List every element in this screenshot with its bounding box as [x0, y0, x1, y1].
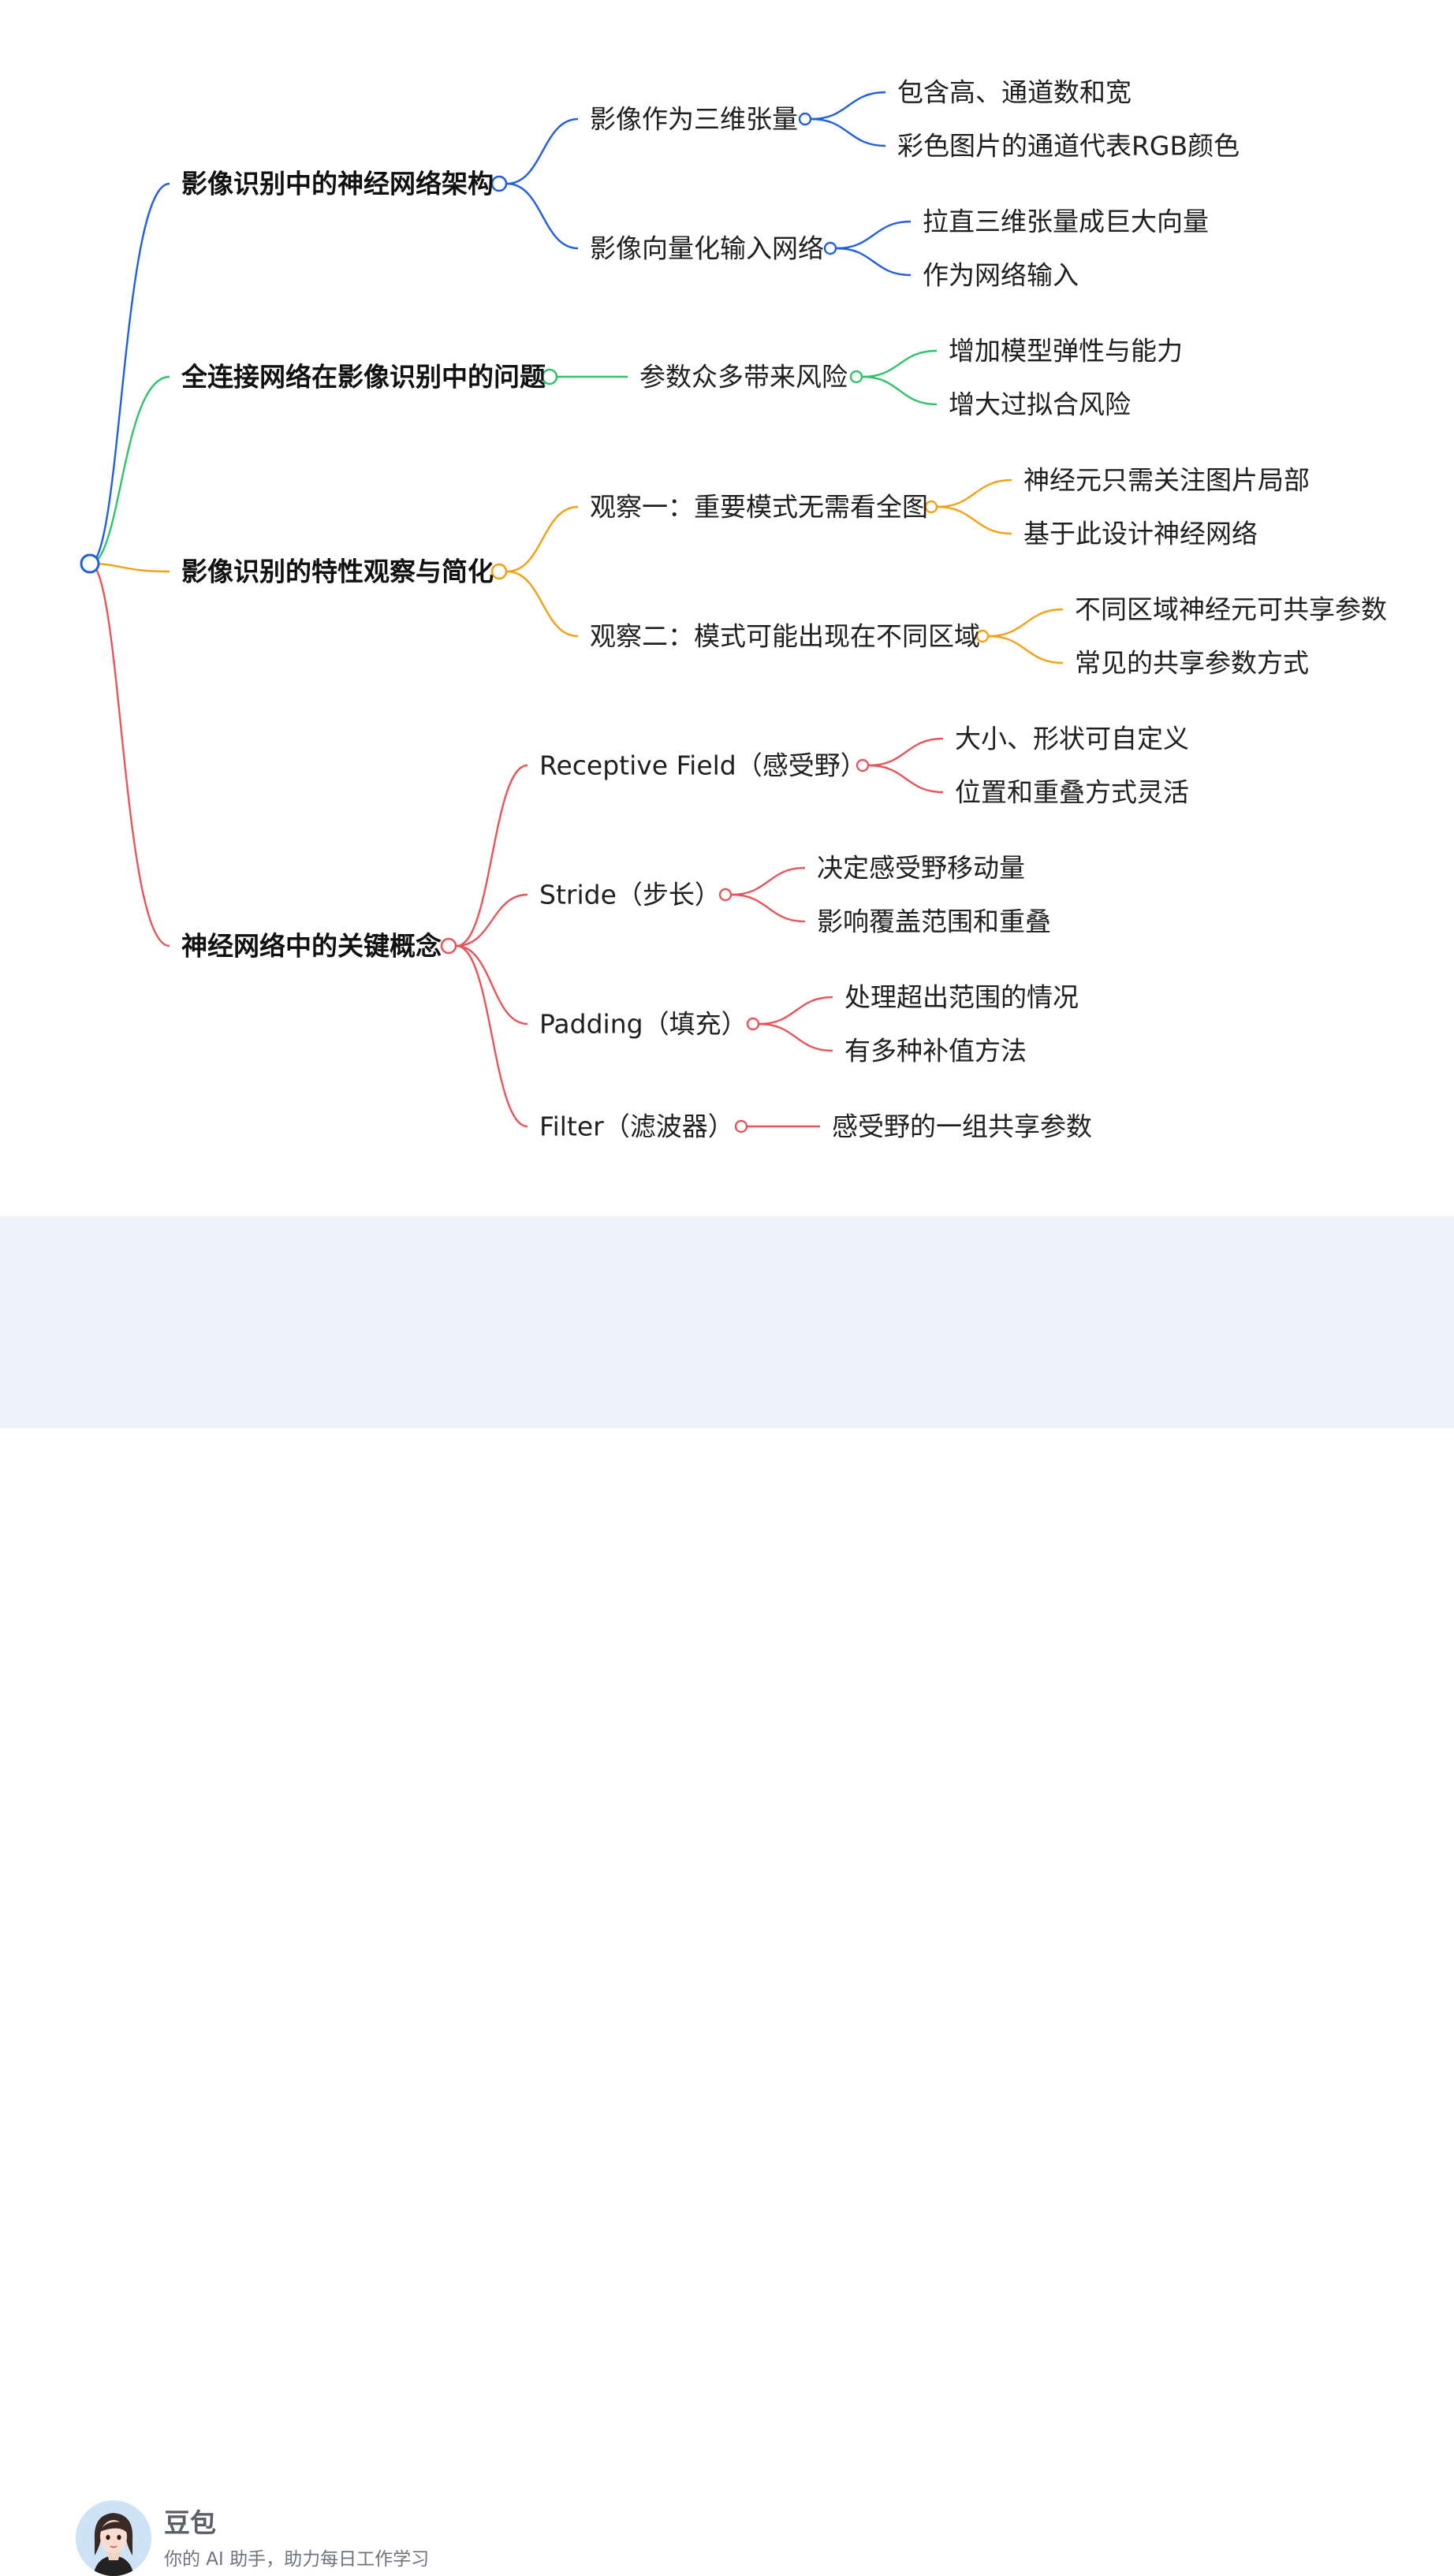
leaf-link-1-0-1	[862, 375, 938, 406]
branch-link-3-2	[456, 944, 528, 1026]
leaf-rgb-channels[interactable]: 彩色图片的通道代表RGB颜色	[897, 130, 1240, 162]
branch-link-3-0	[456, 764, 528, 947]
leaf-link-2-1-0	[988, 608, 1064, 638]
branch-key-concepts[interactable]: 神经网络中的关键概念	[181, 930, 442, 962]
leaf-move-amount[interactable]: 决定感受野移动量	[817, 852, 1025, 884]
leaf-common-sharing[interactable]: 常见的共享参数方式	[1075, 647, 1309, 679]
leaf-link-2-0-0	[937, 478, 1012, 508]
root-link-2	[89, 562, 170, 573]
leaf-flexible-overlap[interactable]: 位置和重叠方式灵活	[955, 776, 1189, 808]
leaf-link-0-1-1	[836, 247, 912, 277]
leaf-link-3-1-1	[731, 893, 806, 923]
node-toggle-3-0[interactable]	[856, 758, 870, 772]
leaf-link-3-0-0	[868, 737, 944, 767]
node-receptive-field[interactable]: Receptive Field（感受野）	[539, 750, 867, 781]
leaf-more-capacity[interactable]: 增加模型弹性与能力	[949, 335, 1183, 367]
leaf-overfit-risk[interactable]: 增大过拟合风险	[949, 389, 1131, 420]
branch-observations[interactable]: 影像识别的特性观察与简化	[181, 556, 494, 587]
root-link-3	[89, 562, 170, 947]
node-toggle-2-0[interactable]	[924, 500, 938, 514]
node-toggle-2-1[interactable]	[975, 629, 990, 643]
branch-link-3-3	[456, 944, 528, 1128]
branch-fc-problems[interactable]: 全连接网络在影像识别中的问题	[181, 361, 546, 393]
node-toggle-0-0[interactable]	[798, 112, 812, 126]
node-filter[interactable]: Filter（滤波器）	[539, 1111, 734, 1142]
footer: 豆包 你的 AI 助手，助力每日工作学习	[0, 1216, 1454, 2576]
leaf-link-2-1-1	[988, 635, 1064, 664]
leaf-tensor-dims[interactable]: 包含高、通道数和宽	[897, 76, 1132, 108]
node-vectorize-input[interactable]: 影像向量化输入网络	[590, 233, 824, 264]
leaf-share-params[interactable]: 不同区域神经元可共享参数	[1075, 594, 1387, 625]
leaf-out-of-range[interactable]: 处理超出范围的情况	[844, 981, 1079, 1013]
node-toggle-3-2[interactable]	[746, 1017, 760, 1031]
node-observation-2[interactable]: 观察二：模式可能出现在不同区域	[590, 620, 980, 652]
root-link-0	[89, 182, 170, 565]
node-stride[interactable]: Stride（步长）	[539, 879, 721, 910]
node-toggle-1-0[interactable]	[849, 370, 863, 384]
leaf-coverage[interactable]: 影响覆盖范围和重叠	[817, 906, 1051, 937]
leaf-custom-shape[interactable]: 大小、形状可自定义	[955, 723, 1189, 754]
node-toggle-3-1[interactable]	[718, 888, 733, 902]
branch-link-0-1	[506, 182, 579, 250]
leaf-fill-methods[interactable]: 有多种补值方法	[844, 1035, 1027, 1067]
node-3d-tensor[interactable]: 影像作为三维张量	[590, 103, 798, 135]
node-toggle-0-1[interactable]	[823, 241, 837, 255]
leaf-shared-param-set[interactable]: 感受野的一组共享参数	[832, 1111, 1092, 1142]
branch-link-2-1	[506, 570, 579, 638]
leaf-link-3-2-1	[759, 1022, 833, 1052]
leaf-link-3-1-0	[731, 866, 806, 896]
mindmap-connectors	[80, 91, 1064, 1134]
brand-name: 豆包	[164, 2507, 216, 2538]
leaf-as-input[interactable]: 作为网络输入	[923, 259, 1079, 291]
leaf-link-3-0-1	[868, 764, 944, 794]
branch-toggle-0[interactable]	[490, 175, 508, 192]
branch-toggle-1[interactable]	[541, 368, 558, 385]
branch-link-2-0	[506, 505, 579, 573]
leaf-link-2-0-1	[937, 505, 1012, 535]
mindmap: 影像识别中的神经网络架构 全连接网络在影像识别中的问题 影像识别的特性观察与简化…	[0, 0, 1454, 1216]
node-observation-1[interactable]: 观察一：重要模式无需看全图	[590, 491, 928, 523]
branch-architecture[interactable]: 影像识别中的神经网络架构	[181, 168, 494, 199]
leaf-flatten-vector[interactable]: 拉直三维张量成巨大向量	[923, 206, 1209, 237]
node-padding[interactable]: Padding（填充）	[539, 1008, 748, 1040]
leaf-link-0-0-0	[811, 91, 886, 121]
leaf-design-network[interactable]: 基于此设计神经网络	[1023, 518, 1258, 549]
leaf-link-1-0-0	[862, 349, 938, 378]
branch-toggle-2[interactable]	[490, 563, 508, 580]
branch-link-3-1	[456, 893, 528, 947]
leaf-local-focus[interactable]: 神经元只需关注图片局部	[1023, 464, 1310, 496]
node-many-params[interactable]: 参数众多带来风险	[639, 361, 848, 393]
node-toggle-3-3[interactable]	[734, 1119, 748, 1134]
branch-toggle-3[interactable]	[440, 937, 457, 955]
leaf-link-0-0-1	[811, 117, 886, 147]
root-link-1	[89, 375, 170, 565]
leaf-link-0-1-0	[836, 220, 912, 250]
doubao-avatar-icon	[76, 2500, 151, 2576]
branch-link-0-0	[506, 117, 579, 185]
leaf-link-3-2-0	[759, 996, 833, 1026]
root-node[interactable]	[80, 553, 100, 574]
brand-slogan: 你的 AI 助手，助力每日工作学习	[164, 2549, 430, 2570]
